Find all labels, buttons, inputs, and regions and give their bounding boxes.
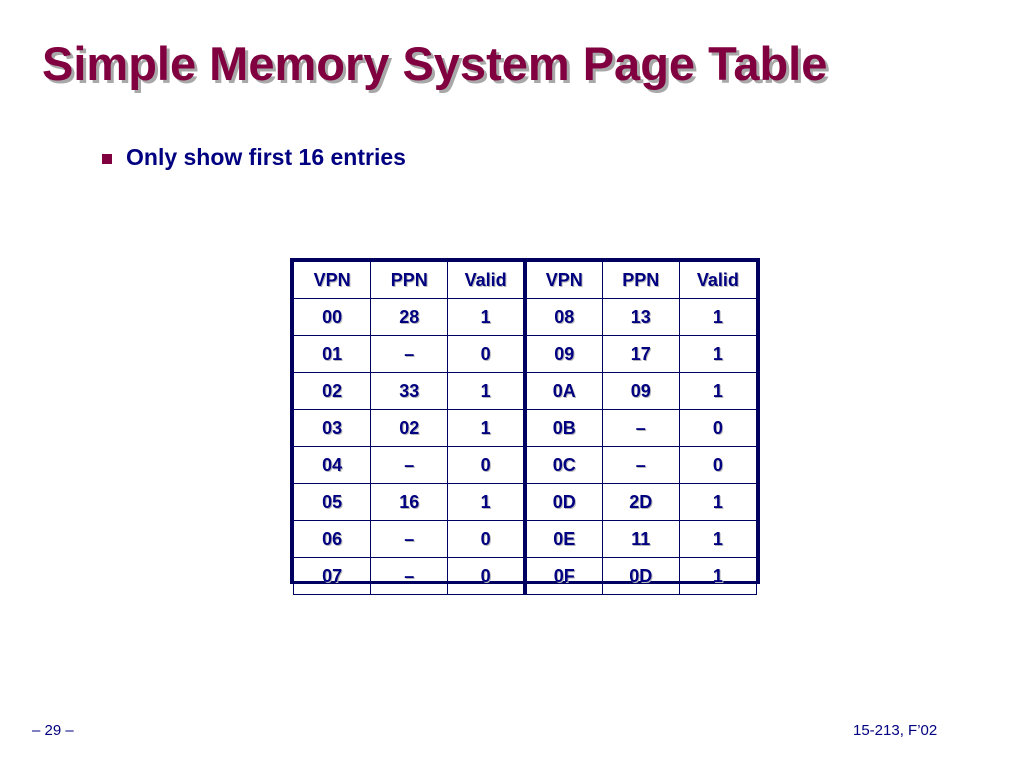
cell-ppn: 13	[601, 298, 680, 336]
cell-vpn: 00	[292, 298, 372, 336]
cell-valid: 1	[447, 298, 526, 336]
cell-vpn: 0E	[522, 520, 603, 558]
table-header-row: VPN PPN Valid VPN PPN Valid	[292, 261, 758, 299]
cell-ppn: 33	[370, 372, 449, 410]
slide-title: Simple Memory System Page Table	[42, 37, 828, 90]
cell-ppn: 0D	[601, 557, 680, 595]
cell-valid: 1	[678, 372, 758, 410]
cell-vpn: 09	[522, 335, 603, 373]
table-row: 04 – 0 0C – 0	[292, 446, 758, 484]
header-ppn-left: PPN	[370, 261, 449, 299]
cell-vpn: 0C	[522, 446, 603, 484]
cell-valid: 0	[447, 446, 526, 484]
cell-vpn: 0B	[522, 409, 603, 447]
page-number: – 29 –	[32, 722, 74, 739]
cell-valid: 1	[447, 409, 526, 447]
cell-ppn: –	[370, 446, 449, 484]
table-row: 01 – 0 09 17 1	[292, 335, 758, 373]
header-vpn-right: VPN	[522, 261, 603, 299]
cell-valid: 0	[447, 335, 526, 373]
cell-vpn: 08	[522, 298, 603, 336]
cell-valid: 1	[678, 483, 758, 521]
cell-ppn: –	[601, 446, 680, 484]
page-table-grid: VPN PPN Valid VPN PPN Valid 00 28 1 08 1…	[292, 261, 758, 595]
cell-ppn: –	[370, 335, 449, 373]
cell-ppn: 2D	[601, 483, 680, 521]
table-row: 03 02 1 0B – 0	[292, 409, 758, 447]
cell-valid: 0	[447, 520, 526, 558]
cell-valid: 1	[678, 335, 758, 373]
header-ppn-right: PPN	[601, 261, 680, 299]
bullet-text: Only show first 16 entries	[126, 144, 406, 170]
cell-valid: 1	[678, 520, 758, 558]
cell-valid: 1	[447, 372, 526, 410]
table-row: 05 16 1 0D 2D 1	[292, 483, 758, 521]
table-row: 06 – 0 0E 11 1	[292, 520, 758, 558]
cell-valid: 0	[678, 409, 758, 447]
cell-vpn: 0F	[522, 557, 603, 595]
cell-vpn: 02	[292, 372, 372, 410]
cell-ppn: 02	[370, 409, 449, 447]
cell-vpn: 04	[292, 446, 372, 484]
cell-vpn: 01	[292, 335, 372, 373]
cell-valid: 0	[678, 446, 758, 484]
cell-vpn: 06	[292, 520, 372, 558]
cell-vpn: 03	[292, 409, 372, 447]
cell-vpn: 0A	[522, 372, 603, 410]
cell-vpn: 05	[292, 483, 372, 521]
course-label: 15-213, F’02	[853, 722, 938, 739]
cell-valid: 1	[678, 557, 758, 595]
cell-ppn: 16	[370, 483, 449, 521]
cell-vpn: 0D	[522, 483, 603, 521]
header-valid-right: Valid	[678, 261, 758, 299]
header-vpn-left: VPN	[292, 261, 372, 299]
cell-ppn: 28	[370, 298, 449, 336]
table-row: 07 – 0 0F 0D 1	[292, 557, 758, 595]
cell-ppn: –	[370, 520, 449, 558]
cell-ppn: –	[370, 557, 449, 595]
bullet-item: Only show first 16 entries	[102, 144, 406, 171]
cell-valid: 0	[447, 557, 526, 595]
cell-valid: 1	[447, 483, 526, 521]
header-valid-left: Valid	[447, 261, 526, 299]
table-row: 02 33 1 0A 09 1	[292, 372, 758, 410]
square-bullet-icon	[102, 153, 112, 164]
cell-ppn: –	[601, 409, 680, 447]
cell-vpn: 07	[292, 557, 372, 595]
cell-ppn: 17	[601, 335, 680, 373]
page-table: VPN PPN Valid VPN PPN Valid 00 28 1 08 1…	[290, 258, 760, 595]
table-row: 00 28 1 08 13 1	[292, 298, 758, 336]
cell-ppn: 11	[601, 520, 680, 558]
cell-valid: 1	[678, 298, 758, 336]
cell-ppn: 09	[601, 372, 680, 410]
